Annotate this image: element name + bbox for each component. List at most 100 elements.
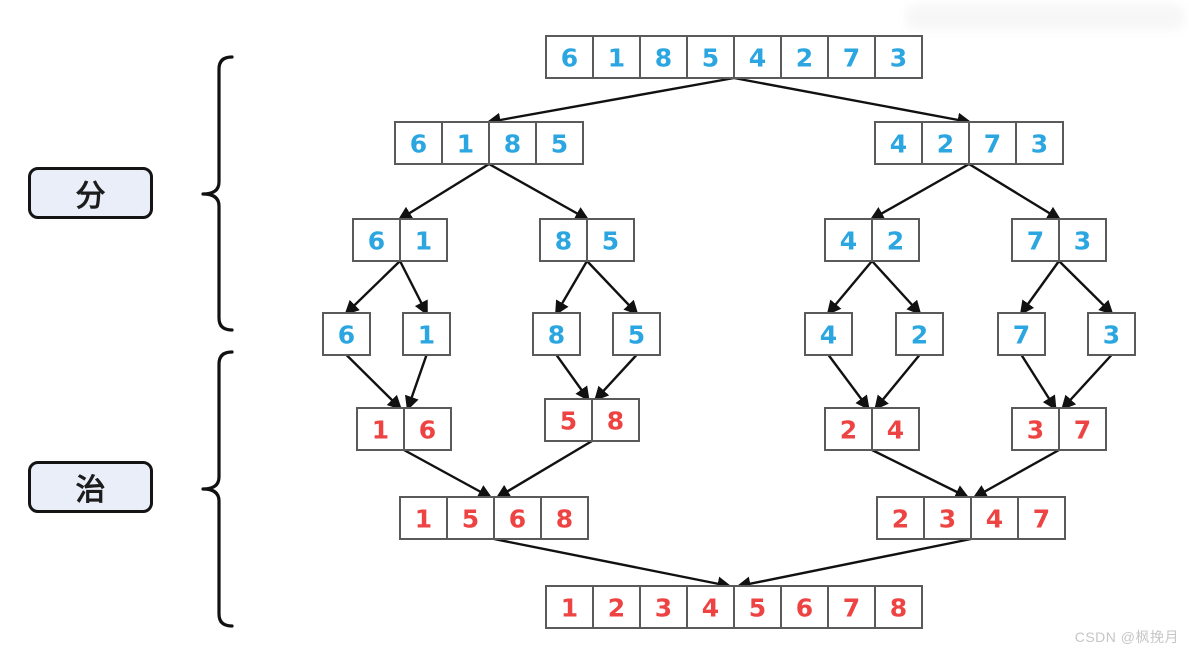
array-cell xyxy=(874,585,923,629)
edge-arrow-n1-n4 xyxy=(488,162,590,221)
array-node-n13: 7 xyxy=(997,312,1046,356)
array-node-n10: 5 xyxy=(612,312,661,356)
array-cell xyxy=(997,312,1046,356)
edge-arrow-n2-n6 xyxy=(968,162,1062,221)
array-cell xyxy=(780,585,829,629)
cell-value: 1 xyxy=(457,130,474,159)
array-cell xyxy=(733,35,782,79)
array-cell xyxy=(399,496,448,540)
array-cell xyxy=(1017,496,1066,540)
array-cell xyxy=(612,312,661,356)
edges-layer xyxy=(344,76,1114,591)
cell-value: 4 xyxy=(887,416,904,445)
edge-arrow-m0-m4 xyxy=(403,448,493,499)
cell-value: 3 xyxy=(890,44,907,73)
edge-arrow-n11-m2 xyxy=(827,354,870,411)
cell-value: 8 xyxy=(890,594,907,623)
array-cell xyxy=(968,121,1017,165)
edge-arrow-n7-m0 xyxy=(345,354,403,411)
cell-value: 2 xyxy=(608,594,625,623)
array-cell xyxy=(804,312,853,356)
edge-arrow-n12-m2 xyxy=(874,354,921,411)
cell-value: 5 xyxy=(628,321,645,350)
cell-value: 5 xyxy=(602,227,619,256)
cell-value: 7 xyxy=(1027,227,1044,256)
cell-value: 8 xyxy=(556,505,573,534)
array-cell xyxy=(532,312,581,356)
cell-value: 3 xyxy=(939,505,956,534)
cell-value: 2 xyxy=(892,505,909,534)
cell-value: 7 xyxy=(1013,321,1030,350)
edge-arrow-m4-m6 xyxy=(493,537,732,591)
edge-arrow-m2-m5 xyxy=(871,448,970,499)
cell-value: 5 xyxy=(462,505,479,534)
cell-value: 8 xyxy=(504,130,521,159)
cell-value: 1 xyxy=(418,321,435,350)
cell-value: 7 xyxy=(1074,416,1091,445)
edge-arrow-n13-m3 xyxy=(1020,354,1057,411)
cell-value: 4 xyxy=(840,227,857,256)
array-cell xyxy=(874,35,923,79)
edge-arrow-n3-n8 xyxy=(398,260,428,316)
cell-value: 4 xyxy=(986,505,1003,534)
edge-arrow-n9-m1 xyxy=(555,354,590,402)
array-cell xyxy=(394,121,443,165)
cell-value: 1 xyxy=(372,416,389,445)
array-cell xyxy=(591,398,640,442)
edge-arrow-n0-n1 xyxy=(486,76,735,128)
array-cell xyxy=(493,496,542,540)
array-cell xyxy=(1011,218,1060,262)
array-cell xyxy=(403,407,452,451)
cell-value: 8 xyxy=(555,227,572,256)
edge-arrow-n5-n12 xyxy=(871,260,922,316)
cell-value: 6 xyxy=(509,505,526,534)
array-cell xyxy=(402,312,451,356)
edge-arrow-n10-m1 xyxy=(594,354,638,402)
cell-value: 4 xyxy=(749,44,766,73)
cell-value: 1 xyxy=(415,227,432,256)
braces-layer xyxy=(201,55,234,628)
array-cell xyxy=(871,407,920,451)
edge-arrow-n1-n3 xyxy=(397,162,490,221)
array-cell xyxy=(545,35,594,79)
edge-arrow-m1-m4 xyxy=(495,439,593,499)
cell-value: 3 xyxy=(1074,227,1091,256)
cell-value: 6 xyxy=(368,227,385,256)
cell-value: 5 xyxy=(551,130,568,159)
array-cell xyxy=(1058,218,1107,262)
cell-value: 7 xyxy=(843,594,860,623)
brace-divide xyxy=(201,55,234,332)
edge-arrow-n6-n13 xyxy=(1019,260,1060,316)
array-cell xyxy=(441,121,490,165)
cell-value: 7 xyxy=(843,44,860,73)
edge-arrow-n5-n11 xyxy=(826,260,873,316)
cell-value: 6 xyxy=(796,594,813,623)
cell-value: 7 xyxy=(984,130,1001,159)
array-cell xyxy=(322,312,371,356)
array-node-n11: 4 xyxy=(804,312,853,356)
cell-value: 2 xyxy=(937,130,954,159)
edge-arrow-n6-n14 xyxy=(1058,260,1114,316)
array-node-n7: 6 xyxy=(322,312,371,356)
cell-value: 3 xyxy=(1103,321,1120,350)
edge-arrow-n8-m0 xyxy=(404,354,428,411)
array-cell xyxy=(686,585,735,629)
cell-value: 6 xyxy=(419,416,436,445)
array-cell xyxy=(1015,121,1064,165)
edge-arrow-m3-m5 xyxy=(972,448,1060,499)
divide-label: 分 xyxy=(28,167,153,219)
array-cell xyxy=(1011,407,1060,451)
array-cell xyxy=(871,218,920,262)
